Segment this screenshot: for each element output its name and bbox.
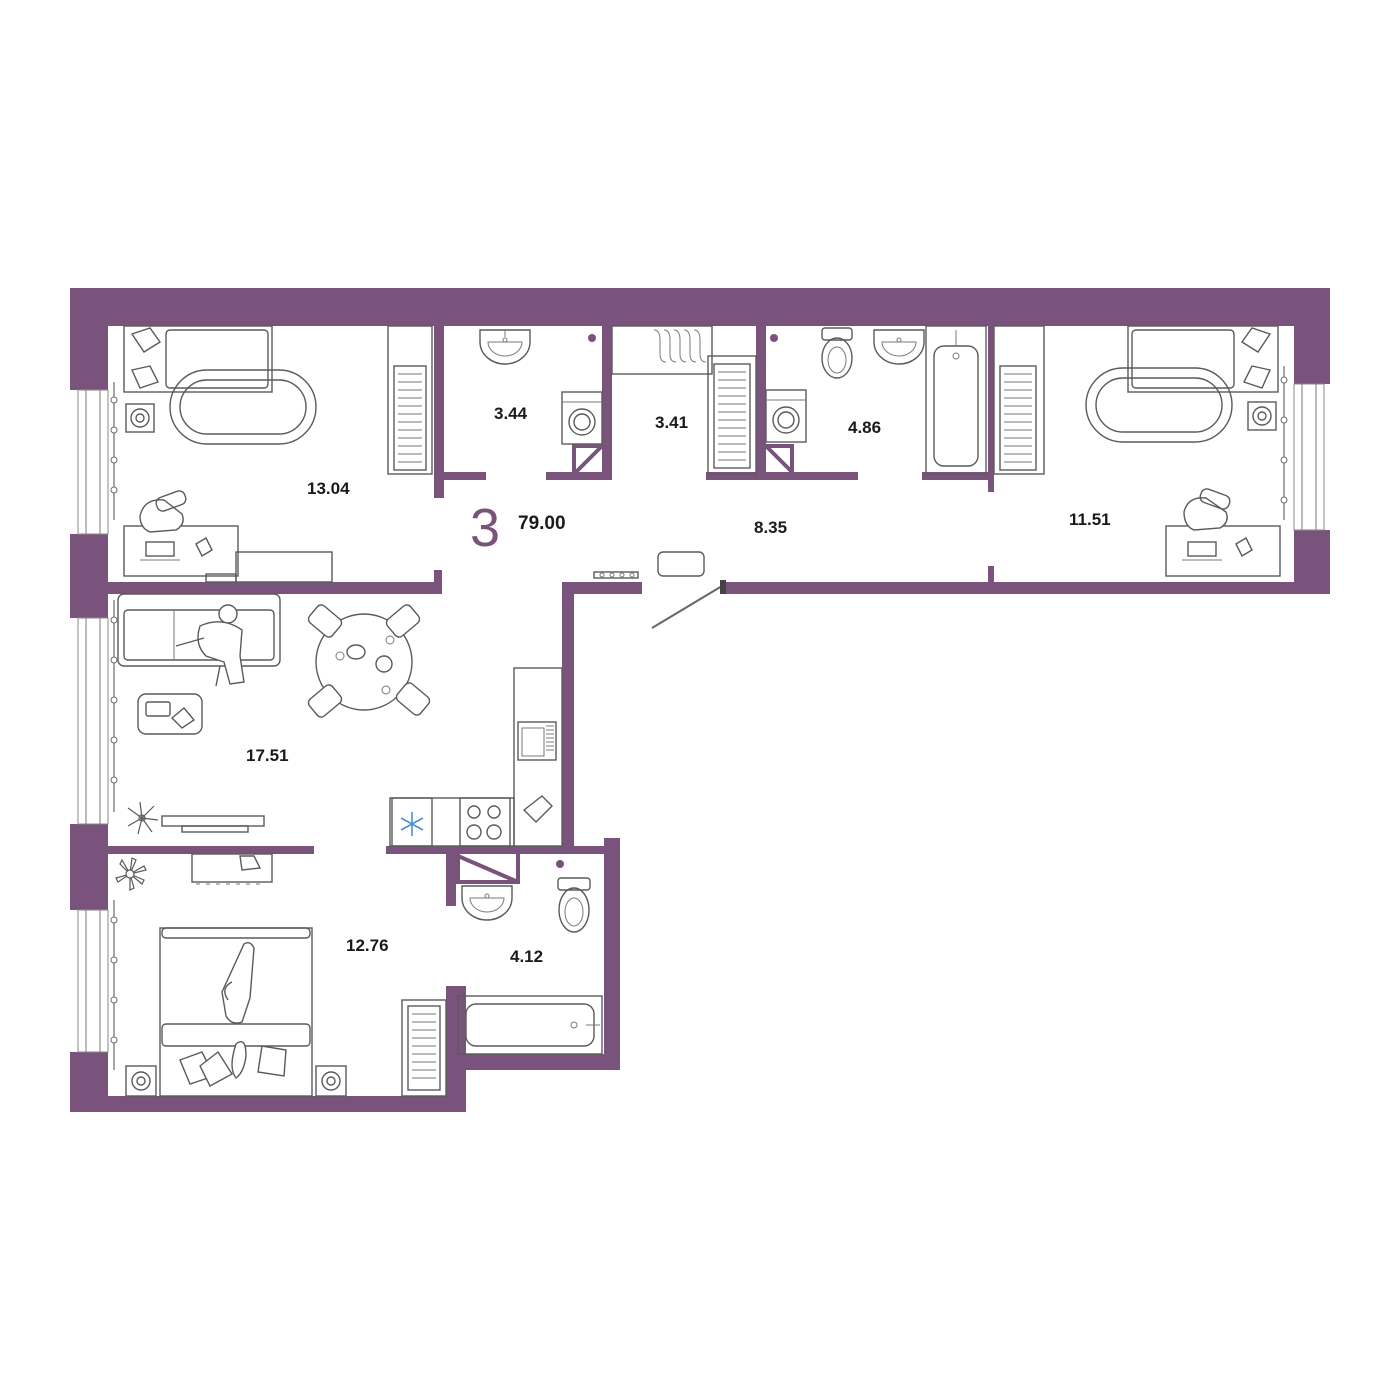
sink-icon <box>461 885 513 921</box>
rug-icon <box>169 369 317 445</box>
washing-machine-icon <box>561 391 603 445</box>
person-icon <box>175 604 245 687</box>
shaft-diagonals <box>457 444 794 884</box>
sink-icon <box>873 329 925 365</box>
radiator-icon <box>387 325 433 475</box>
drain-icon <box>556 860 564 868</box>
area-labels: 13.04 3.44 3.41 4.86 8.35 11.51 17.51 12… <box>246 404 1111 966</box>
walls <box>70 288 1330 1112</box>
sink-icon <box>517 721 557 761</box>
tv-stand-icon <box>205 551 333 583</box>
shoe-rack-icon <box>593 571 639 579</box>
drain-icon <box>770 334 778 342</box>
area-label-bedroom-left: 13.04 <box>307 479 350 498</box>
tv-icon <box>161 815 265 833</box>
area-label-bedroom-bottom: 12.76 <box>346 936 389 955</box>
bathtub-icon <box>457 995 603 1055</box>
area-label-bathroom-right: 4.86 <box>848 418 881 437</box>
area-label-bedroom-right: 11.51 <box>1069 510 1111 529</box>
area-label-hallway: 8.35 <box>754 518 787 537</box>
total-area: 79.00 <box>518 513 566 534</box>
chair-icon <box>139 490 187 533</box>
windows <box>77 383 1325 1053</box>
stove-icon <box>459 797 511 847</box>
plant-icon <box>115 857 147 891</box>
washing-machine-icon <box>765 389 807 443</box>
bed-icon <box>1127 325 1279 393</box>
bathtub-icon <box>925 325 987 475</box>
desk-icon <box>1165 525 1281 577</box>
toilet-icon <box>821 327 853 379</box>
toilet-icon <box>557 877 591 933</box>
drain-icon <box>588 334 596 342</box>
area-label-bathroom-bottom: 4.12 <box>510 947 543 966</box>
area-label-laundry: 3.41 <box>655 413 688 432</box>
kitchen-counter-icon <box>389 667 563 847</box>
cutting-board-icon <box>522 795 553 823</box>
plant-icon <box>127 801 159 835</box>
desk-icon <box>191 853 273 885</box>
radiator-icon <box>993 325 1045 475</box>
area-label-living-kitchen: 17.51 <box>246 746 289 765</box>
door-swing-icon <box>651 580 726 629</box>
coffee-table-icon <box>137 693 203 735</box>
speaker-icon <box>125 1065 347 1097</box>
dining-table-icon <box>307 604 431 718</box>
rooms-count: 3 <box>470 498 500 558</box>
area-label-bathroom-small: 3.44 <box>494 404 528 423</box>
person-icon <box>221 941 255 1079</box>
rug-icon <box>1085 367 1233 443</box>
washing-machine-icon <box>1247 401 1277 431</box>
sink-icon <box>479 329 531 365</box>
chair-icon <box>1183 488 1231 531</box>
fridge-snowflake-icon <box>391 797 433 847</box>
desk-icon <box>123 525 239 577</box>
washing-machine-icon <box>125 403 155 433</box>
radiator-icon <box>401 999 447 1097</box>
bench-icon <box>657 551 705 577</box>
curtain-rings <box>110 376 1288 1044</box>
radiator-icon <box>611 325 757 475</box>
